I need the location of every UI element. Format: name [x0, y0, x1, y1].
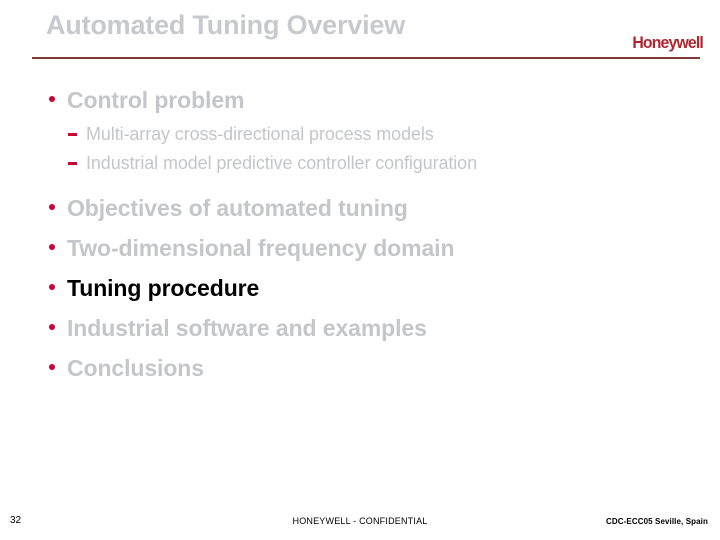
round-bullet-icon [49, 244, 55, 250]
round-bullet-icon [49, 96, 55, 102]
round-bullet-icon [49, 284, 55, 290]
bullet-label: Control problem [67, 87, 245, 113]
sub-bullet-label: Multi-array cross-directional process mo… [86, 124, 434, 144]
slide-page-number: 32 [10, 515, 22, 526]
sub-bullet-item-industrial-mpc: Industrial model predictive controller c… [66, 149, 676, 178]
page-title: Automated Tuning Overview [46, 10, 406, 40]
bullet-item-frequency-domain: Two-dimensional frequency domain [46, 228, 676, 268]
bullet-item-objectives: Objectives of automated tuning [46, 188, 676, 228]
confidentiality-notice: HONEYWELL - CONFIDENTIAL [292, 516, 428, 526]
round-bullet-icon [49, 324, 55, 330]
bullet-item-conclusions: Conclusions [46, 348, 676, 388]
bullet-item-tuning-procedure: Tuning procedure [46, 268, 676, 308]
conference-label: CDC-ECC05 Seville, Spain [606, 517, 708, 526]
sub-bullet-group: Multi-array cross-directional process mo… [46, 120, 676, 178]
bullet-label: Objectives of automated tuning [67, 195, 408, 221]
sub-bullet-item-multi-array: Multi-array cross-directional process mo… [66, 120, 676, 149]
bullet-label: Industrial software and examples [67, 315, 427, 341]
bullet-label: Conclusions [67, 355, 204, 381]
bullet-item-industrial-software: Industrial software and examples [46, 308, 676, 348]
bullet-label: Two-dimensional frequency domain [67, 235, 455, 261]
round-bullet-icon [49, 204, 55, 210]
bullet-label: Tuning procedure [67, 275, 260, 301]
dash-bullet-icon [68, 133, 77, 136]
honeywell-logo: Honeywell [632, 33, 704, 52]
outline-bullet-list: Control problem Multi-array cross-direct… [46, 80, 676, 388]
round-bullet-icon [49, 364, 55, 370]
dash-bullet-icon [68, 162, 77, 165]
bullet-item-control-problem: Control problem [46, 80, 676, 120]
title-divider-rule [32, 57, 700, 59]
sub-bullet-label: Industrial model predictive controller c… [86, 153, 478, 173]
